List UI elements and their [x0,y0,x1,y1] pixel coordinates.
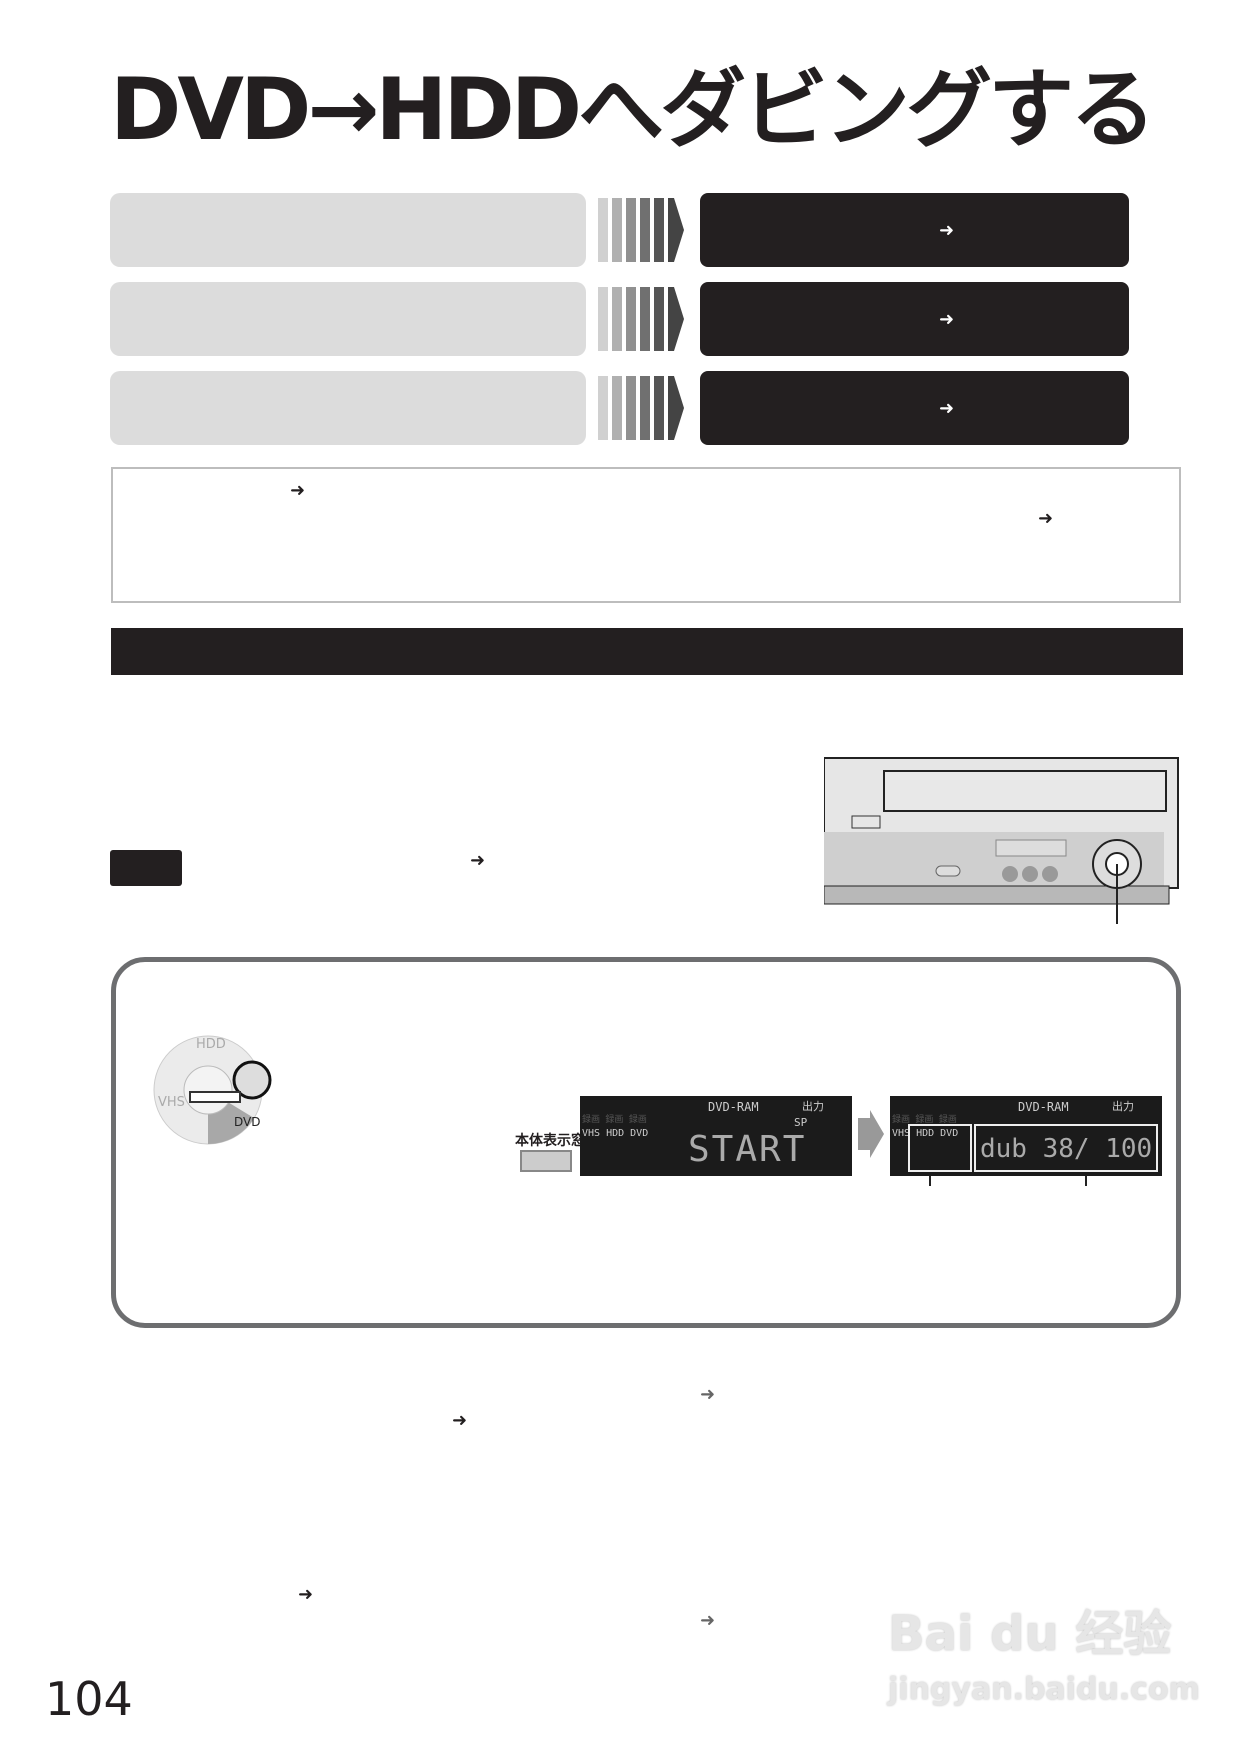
page-number: 104 [45,1672,133,1726]
arrow-icon: ➜ [938,308,955,330]
arrow-icon: ➜ [290,480,306,501]
lcd-sources: VHS HDD DVD [892,1128,959,1139]
lcd-output: 出力 [1112,1100,1134,1113]
label-tag [110,850,182,886]
arrow-icon: ➜ [452,1410,468,1431]
arrow-icon: ➜ [700,1384,716,1405]
watermark-logo: Bai du 经验 [888,1606,1172,1662]
flow-target-box: ➜ [700,371,1129,445]
arrow-icon: ➜ [1038,508,1054,529]
dial-vhs-label: VHS [158,1095,185,1110]
dial-hdd-label: HDD [196,1037,226,1052]
arrow-icon: ➜ [298,1584,314,1605]
flow-source-box [110,282,586,356]
lcd-sources: VHS HDD DVD [582,1128,649,1139]
front-display-start: DVD-RAM 出力 SP 録画 録画 録画 VHS HDD DVD START [580,1096,852,1176]
instruction-panel [111,957,1181,1328]
display-window-label: 本体表示窓 [515,1133,585,1149]
front-display-dubbing: DVD-RAM 出力 録画 録画 録画 VHS HDD DVD dub 38/ … [890,1096,1162,1176]
arrow-icon: ➜ [470,850,486,871]
flow-target-box: ➜ [700,193,1129,267]
flow-arrow-icon [598,198,684,262]
lcd-media: DVD-RAM [708,1100,759,1114]
lcd-text: START [688,1129,807,1170]
flow-source-box [110,193,586,267]
page-title: DVD→HDDへダビングする [110,60,1156,160]
dial-button-illustration: HDD VHS DVD [153,1035,272,1145]
lcd-rec: 録画 録画 録画 [582,1115,647,1125]
arrow-icon: ➜ [700,1610,716,1631]
recorder-icon [520,1150,572,1172]
arrow-icon: ➜ [938,397,955,419]
lcd-rec: 録画 録画 録画 [892,1115,957,1125]
lcd-mode: SP [794,1116,808,1129]
note-box [111,467,1181,603]
lcd-output: 出力 [802,1100,824,1113]
lcd-media: DVD-RAM [1018,1100,1069,1114]
lcd-text: dub 38/ 100 [980,1134,1153,1164]
flow-arrow-icon [598,376,684,440]
recorder-front-panel-illustration [824,757,1179,924]
arrow-icon: ➜ [938,219,955,241]
flow-arrow-icon [598,287,684,351]
flow-target-box: ➜ [700,282,1129,356]
watermark-url: jingyan.baidu.com [888,1672,1200,1707]
flow-source-box [110,371,586,445]
section-header-bar [111,628,1183,675]
arrow-right-icon [858,1110,884,1158]
dial-dvd-label: DVD [234,1115,260,1129]
